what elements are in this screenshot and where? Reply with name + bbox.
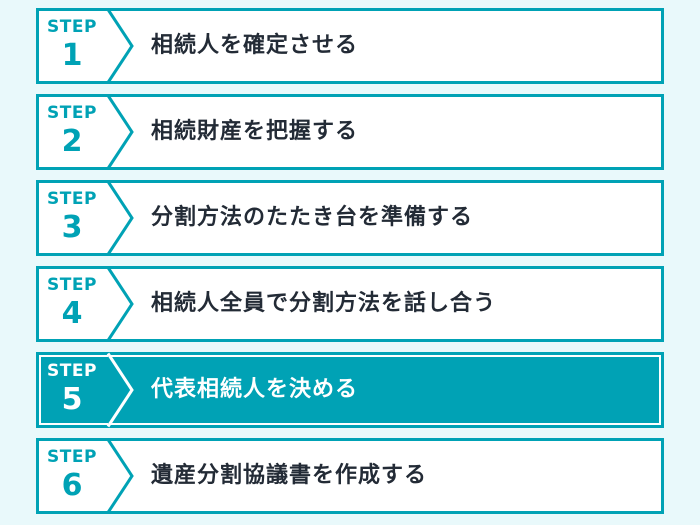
step-frame: [36, 438, 664, 514]
step-item: STEP 3 分割方法のたたき台を準備する: [36, 180, 664, 256]
step-box: [36, 180, 664, 256]
step-label: STEP: [47, 447, 97, 467]
step-text: 相続財産を把握する: [151, 119, 359, 144]
chevron-divider: [106, 94, 134, 170]
step-label: STEP: [47, 275, 97, 295]
step-item: STEP 6 遺産分割協議書を作成する: [36, 438, 664, 514]
step-label: STEP: [47, 103, 97, 123]
step-label: STEP: [47, 361, 97, 381]
step-frame: [36, 266, 664, 342]
step-text: 相続人全員で分割方法を話し合う: [151, 291, 497, 316]
step-frame: [36, 8, 664, 84]
step-label: STEP: [47, 17, 97, 37]
step-number: 3: [61, 210, 83, 245]
step-frame: [36, 180, 664, 256]
step-text: 遺産分割協議書を作成する: [151, 463, 428, 488]
chevron-divider: [106, 8, 134, 84]
step-frame: [36, 94, 664, 170]
step-text: 代表相続人を決める: [151, 377, 359, 402]
chevron-divider: [106, 180, 134, 256]
step-item: STEP 2 相続財産を把握する: [36, 94, 664, 170]
step-box: [36, 94, 664, 170]
step-item: STEP 1 相続人を確定させる: [36, 8, 664, 84]
step-number: 1: [61, 38, 83, 73]
step-item-active: STEP 5 代表相続人を決める: [36, 352, 664, 428]
step-number: 5: [61, 382, 83, 417]
step-text: 相続人を確定させる: [151, 33, 359, 58]
step-list: STEP 1 相続人を確定させる STEP 2 相続財産を把握する STEP 3…: [36, 8, 664, 514]
step-box: [36, 8, 664, 84]
step-item: STEP 4 相続人全員で分割方法を話し合う: [36, 266, 664, 342]
chevron-divider: [106, 266, 134, 342]
step-text: 分割方法のたたき台を準備する: [151, 205, 474, 230]
step-number: 4: [61, 296, 83, 331]
step-label: STEP: [47, 189, 97, 209]
step-box: [36, 266, 664, 342]
chevron-divider: [106, 438, 134, 514]
step-box: [36, 438, 664, 514]
step-box-fill: [41, 357, 659, 423]
step-number: 6: [61, 468, 83, 503]
step-frame: [36, 352, 664, 428]
chevron-divider: [106, 352, 134, 428]
step-number: 2: [61, 124, 83, 159]
